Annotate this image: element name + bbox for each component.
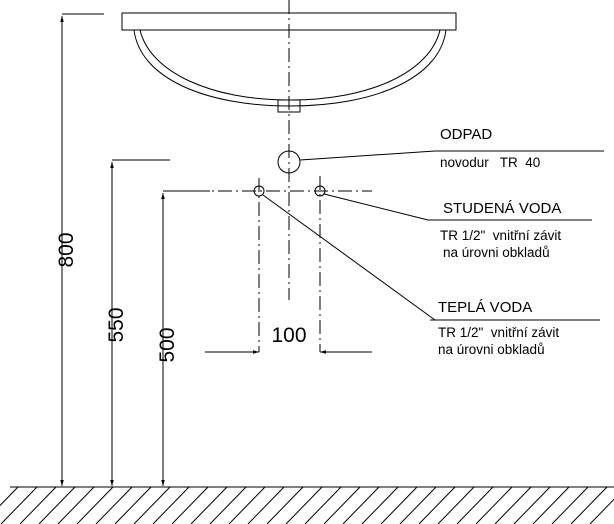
dimension-500-label: 500: [156, 327, 179, 362]
hatch-line: [361, 486, 399, 524]
hatch-line: [152, 486, 190, 524]
hatch-line: [418, 486, 456, 524]
hatch-line: [76, 486, 114, 524]
hatch-line: [570, 486, 608, 524]
cold-water-label: STUDENÁ VODA: [443, 200, 561, 217]
hatch-line: [494, 486, 532, 524]
hot-water-detail-2: na úrovni obkladů: [438, 342, 545, 357]
hatch-line: [589, 498, 614, 524]
hatch-line: [190, 486, 228, 524]
hatch-line: [551, 486, 589, 524]
hatch-line: [247, 486, 285, 524]
hatch-line: [114, 486, 152, 524]
basin-bowl: [133, 29, 447, 107]
hatch-line: [475, 486, 513, 524]
floor-hatching: [0, 486, 614, 524]
hatch-line: [380, 486, 418, 524]
hot-water-detail-1: TR 1/2" vnitřní závit: [438, 325, 559, 340]
dimension-550-label: 550: [105, 307, 128, 342]
hatch-line: [95, 486, 133, 524]
hatch-line: [285, 486, 323, 524]
hatch-line: [228, 486, 266, 524]
hatch-line: [133, 486, 171, 524]
hatch-line: [209, 486, 247, 524]
drain-pipe-symbol: [277, 150, 301, 174]
dimension-800-label: 800: [55, 232, 78, 267]
dimension-100-label: 100: [271, 324, 306, 347]
drain-detail: novodur TR 40: [440, 155, 540, 170]
drain-label: ODPAD: [440, 126, 492, 143]
hatch-line: [437, 486, 475, 524]
hot-water-label: TEPLÁ VODA: [438, 299, 532, 316]
hatch-line: [57, 486, 95, 524]
hatch-line: [323, 486, 361, 524]
hatch-line: [532, 486, 570, 524]
cold-water-pipe-symbol: [314, 185, 326, 197]
hatch-line: [38, 486, 76, 524]
hatch-line: [513, 486, 551, 524]
cold-water-detail-2: na úrovni obkladů: [443, 245, 550, 260]
hatch-line: [399, 486, 437, 524]
cold-water-detail-1: TR 1/2" vnitřní závit: [440, 228, 561, 243]
hatch-line: [266, 486, 304, 524]
hatch-line: [342, 486, 380, 524]
basin-inner-bowl: [139, 29, 441, 101]
hatch-line: [19, 486, 57, 524]
cold-water-leader: [323, 193, 429, 221]
hatch-line: [0, 486, 38, 524]
hatch-line: [456, 486, 494, 524]
hatch-line: [171, 486, 209, 524]
hot-water-leader: [262, 194, 436, 321]
hatch-line: [0, 486, 19, 507]
hot-water-pipe-symbol: [253, 185, 265, 197]
drain-leader: [299, 150, 436, 161]
hatch-line: [304, 486, 342, 524]
